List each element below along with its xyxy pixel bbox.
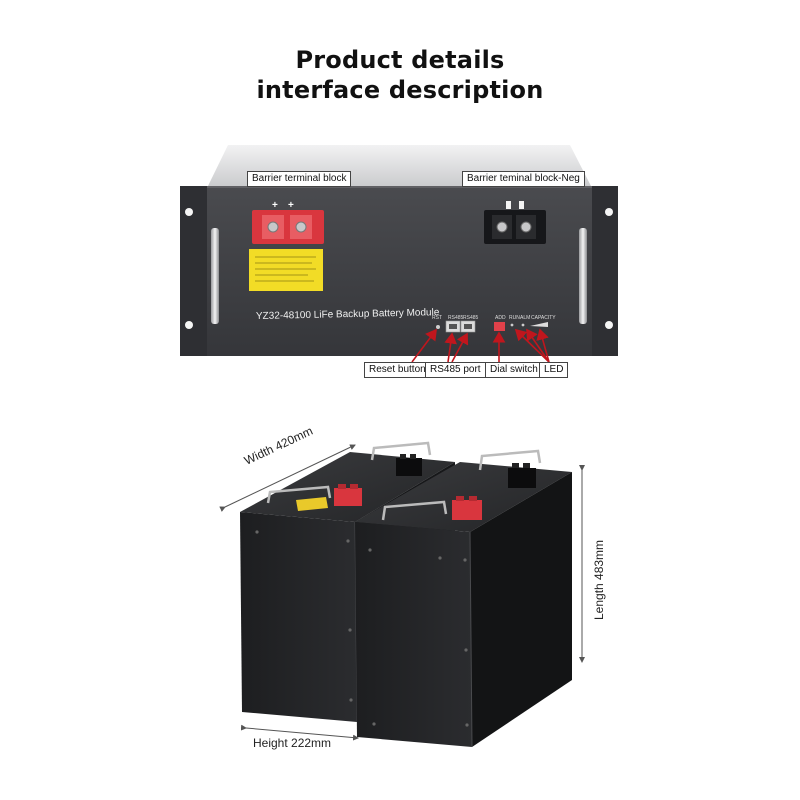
positive-terminal-block: + +: [252, 200, 324, 244]
add-label: ADD: [495, 315, 506, 321]
handle-left: [211, 228, 219, 324]
led-indicators: [510, 322, 548, 327]
rs485-ports: [445, 320, 476, 333]
warning-label: [249, 249, 323, 291]
rst-label: RST: [432, 315, 442, 321]
length-dimension-label: Length 483mm: [592, 539, 606, 620]
alm-label: ALM: [520, 315, 530, 321]
callout-reset-button: Reset button: [364, 362, 431, 378]
negative-terminal-block: [484, 201, 546, 244]
rack-ear-right: [590, 186, 618, 356]
battery-module-right: [355, 449, 572, 748]
page-title-line2: interface description: [256, 76, 544, 104]
svg-text:+: +: [288, 200, 294, 211]
rs485b-label: RS485: [463, 315, 479, 321]
rs485a-label: RS485: [448, 315, 464, 321]
callout-arrows: [411, 328, 550, 363]
page-title-line1: Product details: [295, 46, 505, 74]
capacity-label: CAPACITY: [531, 315, 556, 321]
rack-ear-left: [180, 186, 210, 356]
callout-barrier-terminal-block-neg: Barrier teminal block-Neg: [462, 171, 585, 187]
handle-right: [579, 228, 587, 324]
height-dimension-label: Height 222mm: [253, 736, 332, 750]
callout-led: LED: [539, 362, 569, 378]
svg-text:+: +: [272, 200, 278, 211]
model-text: YZ32-48100 LiFe Backup Battery Module: [256, 307, 440, 322]
callout-dial-switch: Dial switch: [485, 362, 543, 378]
dial-switch: [494, 322, 505, 331]
reset-button-hole: [436, 325, 440, 329]
dimension-lines: [219, 444, 585, 741]
callout-rs485-port: RS485 port: [425, 362, 486, 378]
run-label: RUN: [509, 315, 520, 321]
callout-barrier-terminal-block: Barrier terminal block: [247, 171, 352, 187]
